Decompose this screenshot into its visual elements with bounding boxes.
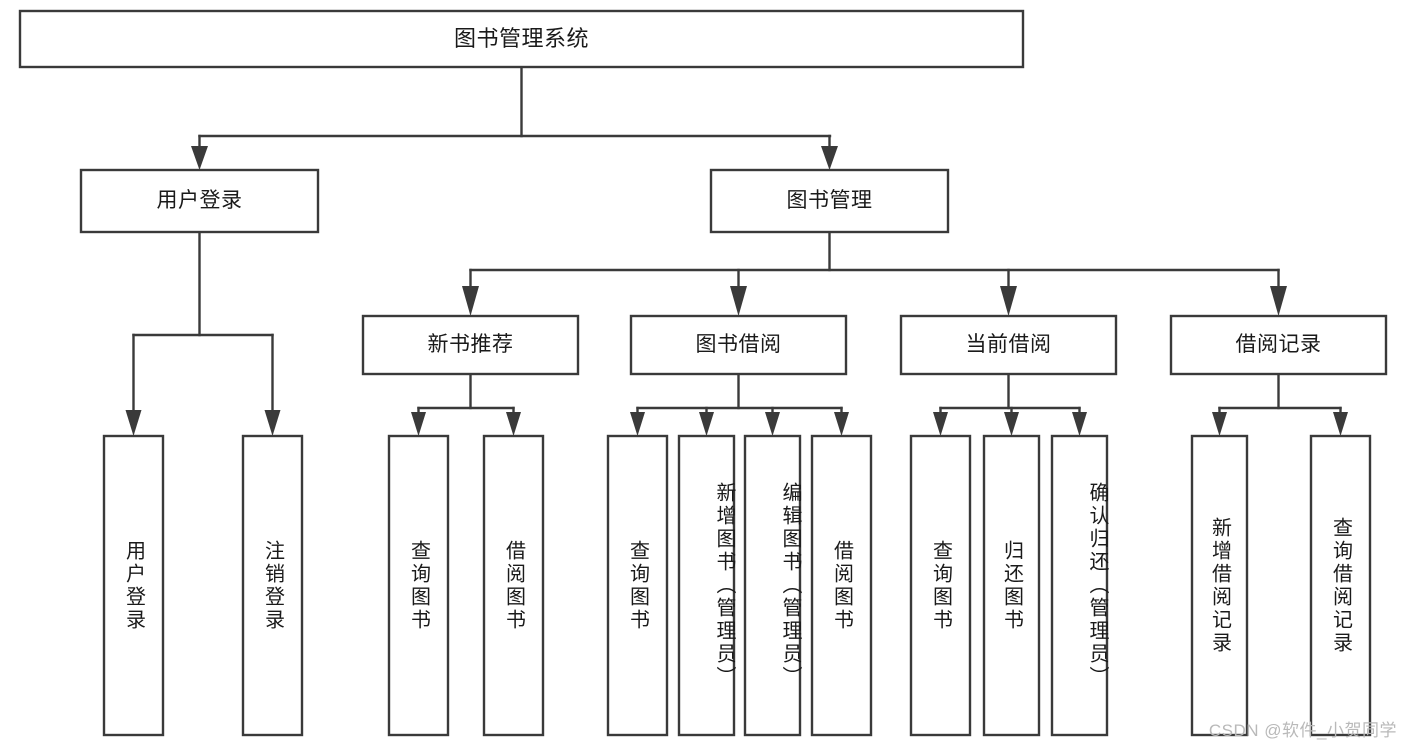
node-box-current-borrow[interactable] — [899, 314, 1118, 376]
node-box-leaf-add-book-admin[interactable] — [677, 434, 736, 737]
arrow-head-icon — [765, 412, 780, 436]
arrow-head-icon — [834, 412, 849, 436]
arrow-head-icon — [1000, 286, 1017, 316]
connector-new-book-recommend-to-leaves — [411, 372, 521, 436]
node-box-root[interactable] — [18, 9, 1025, 69]
node-box-user-login[interactable] — [79, 168, 320, 234]
connector-user-login-to-leaves — [125, 230, 281, 436]
node-box-leaf-borrow-books-1[interactable] — [482, 434, 545, 737]
arrow-head-icon — [933, 412, 948, 436]
node-box-leaf-query-books-1[interactable] — [387, 434, 450, 737]
arrow-head-icon — [125, 410, 142, 436]
arrow-head-icon — [1270, 286, 1287, 316]
watermark-text: CSDN @软件_小贺同学 — [1208, 721, 1397, 740]
arrow-head-icon — [699, 412, 714, 436]
arrow-head-icon — [191, 146, 208, 170]
connector-root-to-level1 — [191, 65, 838, 170]
connector-current-borrow-to-leaves — [933, 372, 1087, 436]
arrow-head-icon — [630, 412, 645, 436]
arrow-head-icon — [730, 286, 747, 316]
connector-borrow-record-to-leaves — [1212, 372, 1348, 436]
arrow-head-icon — [1072, 412, 1087, 436]
node-box-leaf-borrow-books-2[interactable] — [810, 434, 873, 737]
node-box-book-management[interactable] — [709, 168, 950, 234]
node-box-leaf-add-borrow-record[interactable] — [1190, 434, 1249, 737]
node-box-borrow-record[interactable] — [1169, 314, 1388, 376]
node-box-leaf-logout-login[interactable] — [241, 434, 304, 737]
arrow-head-icon — [1004, 412, 1019, 436]
connector-book-borrow-to-leaves — [630, 372, 849, 436]
arrow-head-icon — [821, 146, 838, 170]
node-box-leaf-query-borrow-record[interactable] — [1309, 434, 1372, 737]
node-box-leaf-confirm-return-admin[interactable] — [1050, 434, 1109, 737]
node-box-new-book-recommend[interactable] — [361, 314, 580, 376]
node-box-book-borrow[interactable] — [629, 314, 848, 376]
arrow-head-icon — [506, 412, 521, 436]
arrow-head-icon — [1212, 412, 1227, 436]
connector-book-management-to-level2 — [462, 230, 1287, 316]
arrow-head-icon — [462, 286, 479, 316]
arrow-head-icon — [1333, 412, 1348, 436]
arrow-head-icon — [264, 410, 281, 436]
node-box-leaf-user-login[interactable] — [102, 434, 165, 737]
node-box-leaf-return-books[interactable] — [982, 434, 1041, 737]
node-box-leaf-query-books-2[interactable] — [606, 434, 669, 737]
node-box-leaf-edit-book-admin[interactable] — [743, 434, 802, 737]
node-box-leaf-query-books-3[interactable] — [909, 434, 972, 737]
arrow-head-icon — [411, 412, 426, 436]
